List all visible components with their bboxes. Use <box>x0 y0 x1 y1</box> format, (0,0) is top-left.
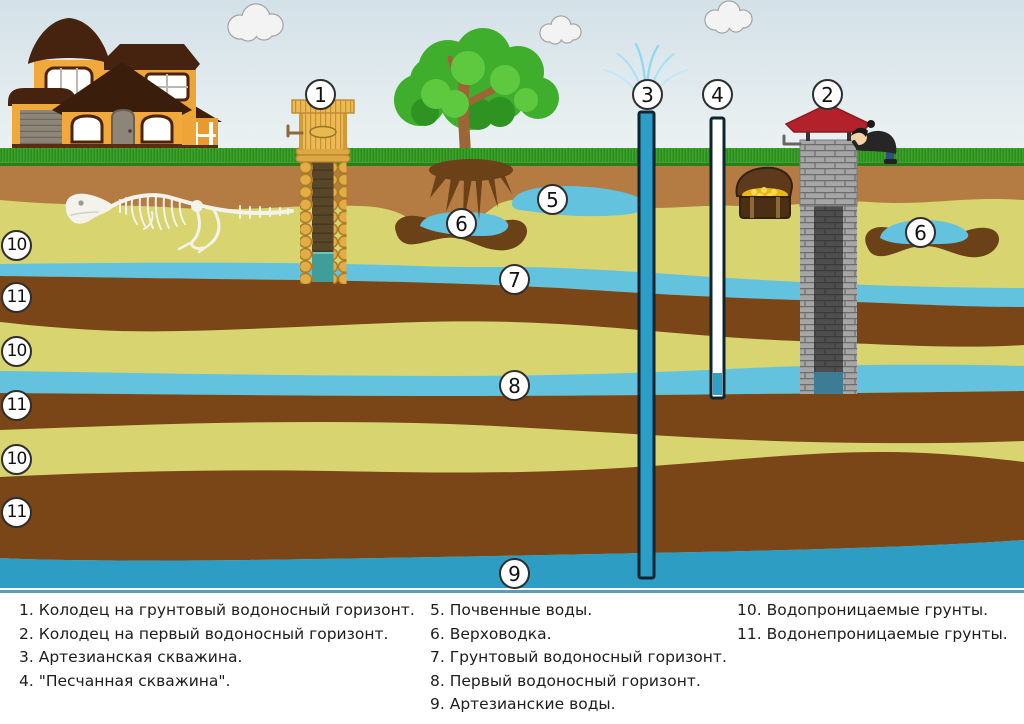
marker-11-c: 11 <box>1 497 32 528</box>
marker-8: 8 <box>499 370 530 401</box>
legend-column-2: 5. Почвенные воды. 6. Верховодка. 7. Гру… <box>430 599 727 717</box>
tree-roots <box>429 159 513 226</box>
impermeable-layer-3 <box>0 452 1024 561</box>
legend-item-5: 5. Почвенные воды. <box>430 601 593 619</box>
dinosaur-skeleton <box>65 193 294 254</box>
legend-item-7: 7. Грунтовый водоносный горизонт. <box>430 648 727 667</box>
house-illustration <box>8 18 222 151</box>
marker-6-right: 6 <box>905 217 936 248</box>
legend: 1. Колодец на грунтовый водоносный гориз… <box>0 594 1024 724</box>
diagram-canvas <box>0 0 1024 593</box>
legend-column-1: 1. Колодец на грунтовый водоносный гориз… <box>19 599 415 693</box>
legend-column-3: 10. Водопроницаемые грунты. 11. Водонепр… <box>737 599 1008 646</box>
legend-divider <box>0 590 1024 593</box>
marker-10-c: 10 <box>1 444 32 475</box>
grass-edge <box>0 163 1024 166</box>
marker-9: 9 <box>499 558 530 589</box>
legend-item-3: 3. Артезианская скважина. <box>19 648 243 667</box>
impermeable-layer-2 <box>0 391 1024 444</box>
marker-11-a: 11 <box>1 282 32 313</box>
legend-item-2: 2. Колодец на первый водоносный горизонт… <box>19 624 389 643</box>
marker-11-b: 11 <box>1 390 32 421</box>
person <box>851 120 897 164</box>
marker-2: 2 <box>812 79 843 110</box>
cloud <box>227 0 753 45</box>
marker-1: 1 <box>305 79 336 110</box>
divider-gap <box>0 588 1024 590</box>
sand-borehole <box>709 116 726 400</box>
brick-well-with-person <box>782 103 897 394</box>
marker-4: 4 <box>702 79 733 110</box>
legend-item-9: 9. Артезианские воды. <box>430 695 616 714</box>
impermeable-layer-1 <box>0 276 1024 347</box>
legend-item-11: 11. Водонепроницаемые грунты. <box>737 624 1008 643</box>
buried-treasure-chest <box>735 166 794 219</box>
legend-item-1: 1. Колодец на грунтовый водоносный гориз… <box>19 601 415 619</box>
marker-10-b: 10 <box>1 336 32 367</box>
grass <box>0 148 1024 166</box>
legend-item-4: 4. "Песчанная скважина". <box>19 671 231 690</box>
marker-7: 7 <box>499 264 530 295</box>
marker-10-a: 10 <box>1 230 32 261</box>
legend-item-10: 10. Водопроницаемые грунты. <box>737 601 989 619</box>
marker-3: 3 <box>632 79 663 110</box>
legend-item-6: 6. Верховодка. <box>430 624 552 643</box>
legend-item-8: 8. Первый водоносный горизонт. <box>430 671 701 690</box>
marker-5: 5 <box>537 184 568 215</box>
marker-6-left: 6 <box>446 208 477 239</box>
